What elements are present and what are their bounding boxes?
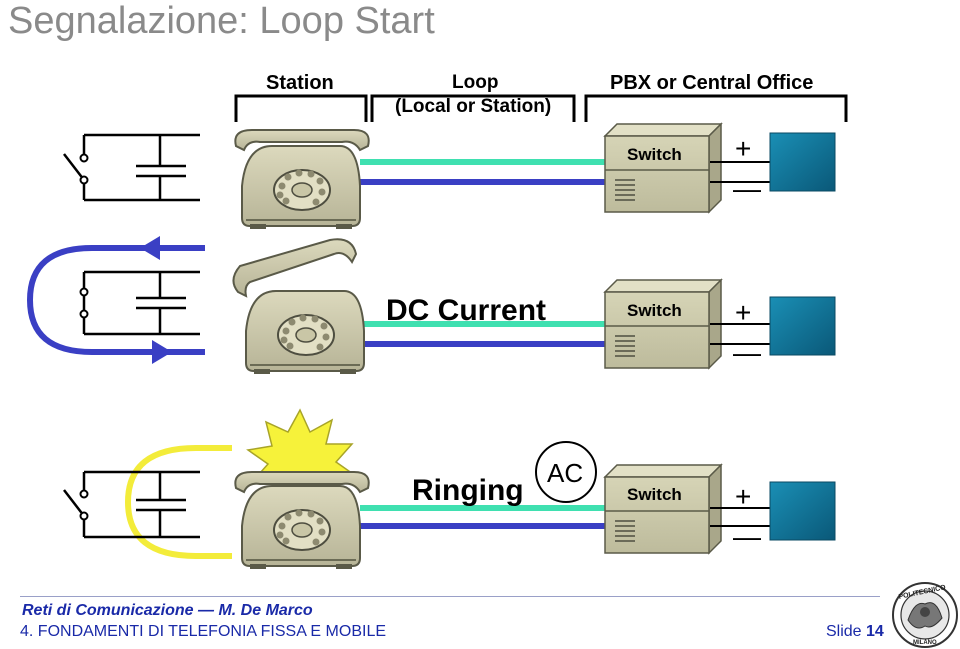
- ringing-caption: Ringing: [412, 474, 524, 507]
- telephone-ringing: [234, 471, 370, 570]
- minus-terminal: —: [733, 337, 761, 368]
- switch-box: [604, 464, 722, 554]
- contact-point: [79, 511, 89, 521]
- slide-prefix: Slide: [826, 623, 862, 640]
- row-ringing: Ringing AC Switch + —: [63, 408, 836, 570]
- loop-bracket: [370, 94, 576, 122]
- handset-lifted: [232, 238, 358, 298]
- dc-current-loop: [26, 245, 205, 355]
- svg-text:MILANO: MILANO: [913, 640, 937, 646]
- pbx-header: PBX or Central Office: [610, 72, 814, 94]
- plus-terminal: +: [735, 297, 751, 328]
- switch-label: Switch: [627, 301, 682, 320]
- switch-label: Switch: [627, 145, 682, 164]
- battery-block: [769, 481, 836, 541]
- battery-block: [769, 296, 836, 356]
- arrow-left-icon: [140, 236, 160, 260]
- footer-chapter: 4. FONDAMENTI DI TELEFONIA FISSA E MOBIL…: [20, 623, 387, 640]
- politecnico-logo: POLITECNICO MILANO: [892, 582, 958, 648]
- switch-label: Switch: [627, 485, 682, 504]
- slide-title: Segnalazione: Loop Start: [8, 0, 435, 42]
- ringing-arc: [124, 445, 232, 559]
- dc-current-caption: DC Current: [386, 294, 546, 327]
- plus-terminal: +: [735, 133, 751, 164]
- pbx-bracket: [584, 94, 848, 122]
- station-header: Station: [266, 72, 334, 94]
- contact-point: [79, 287, 89, 297]
- slide-number-value: 14: [866, 623, 884, 640]
- minus-terminal: —: [733, 173, 761, 204]
- station-bracket: [234, 94, 368, 122]
- hook-switch-circuit: [82, 270, 200, 336]
- slide-number: Slide 14: [826, 623, 884, 641]
- contact-point: [79, 175, 89, 185]
- contact-point: [79, 489, 89, 499]
- ac-label: AC: [547, 458, 583, 488]
- ac-source-circle: [535, 441, 597, 503]
- row-offhook: DC Current Switch + —: [26, 236, 836, 375]
- telephone-offhook: [245, 290, 365, 375]
- switch-box: [604, 279, 722, 369]
- footer-course: Reti di Comunicazione — M. De Marco: [22, 602, 313, 619]
- plus-terminal: +: [735, 481, 751, 512]
- footer-divider: [20, 596, 880, 597]
- arrow-right-icon: [152, 340, 172, 364]
- loop-header-line2: (Local or Station): [395, 96, 552, 117]
- contact-point: [79, 309, 89, 319]
- minus-terminal: —: [733, 521, 761, 552]
- row-idle: Switch + —: [63, 123, 836, 230]
- contact-point: [79, 153, 89, 163]
- switch-box: [604, 123, 722, 213]
- battery-block: [769, 132, 836, 192]
- loop-header-line1: Loop: [452, 72, 499, 93]
- hook-switch-circuit: [63, 133, 200, 202]
- telephone-onhook: [234, 129, 370, 230]
